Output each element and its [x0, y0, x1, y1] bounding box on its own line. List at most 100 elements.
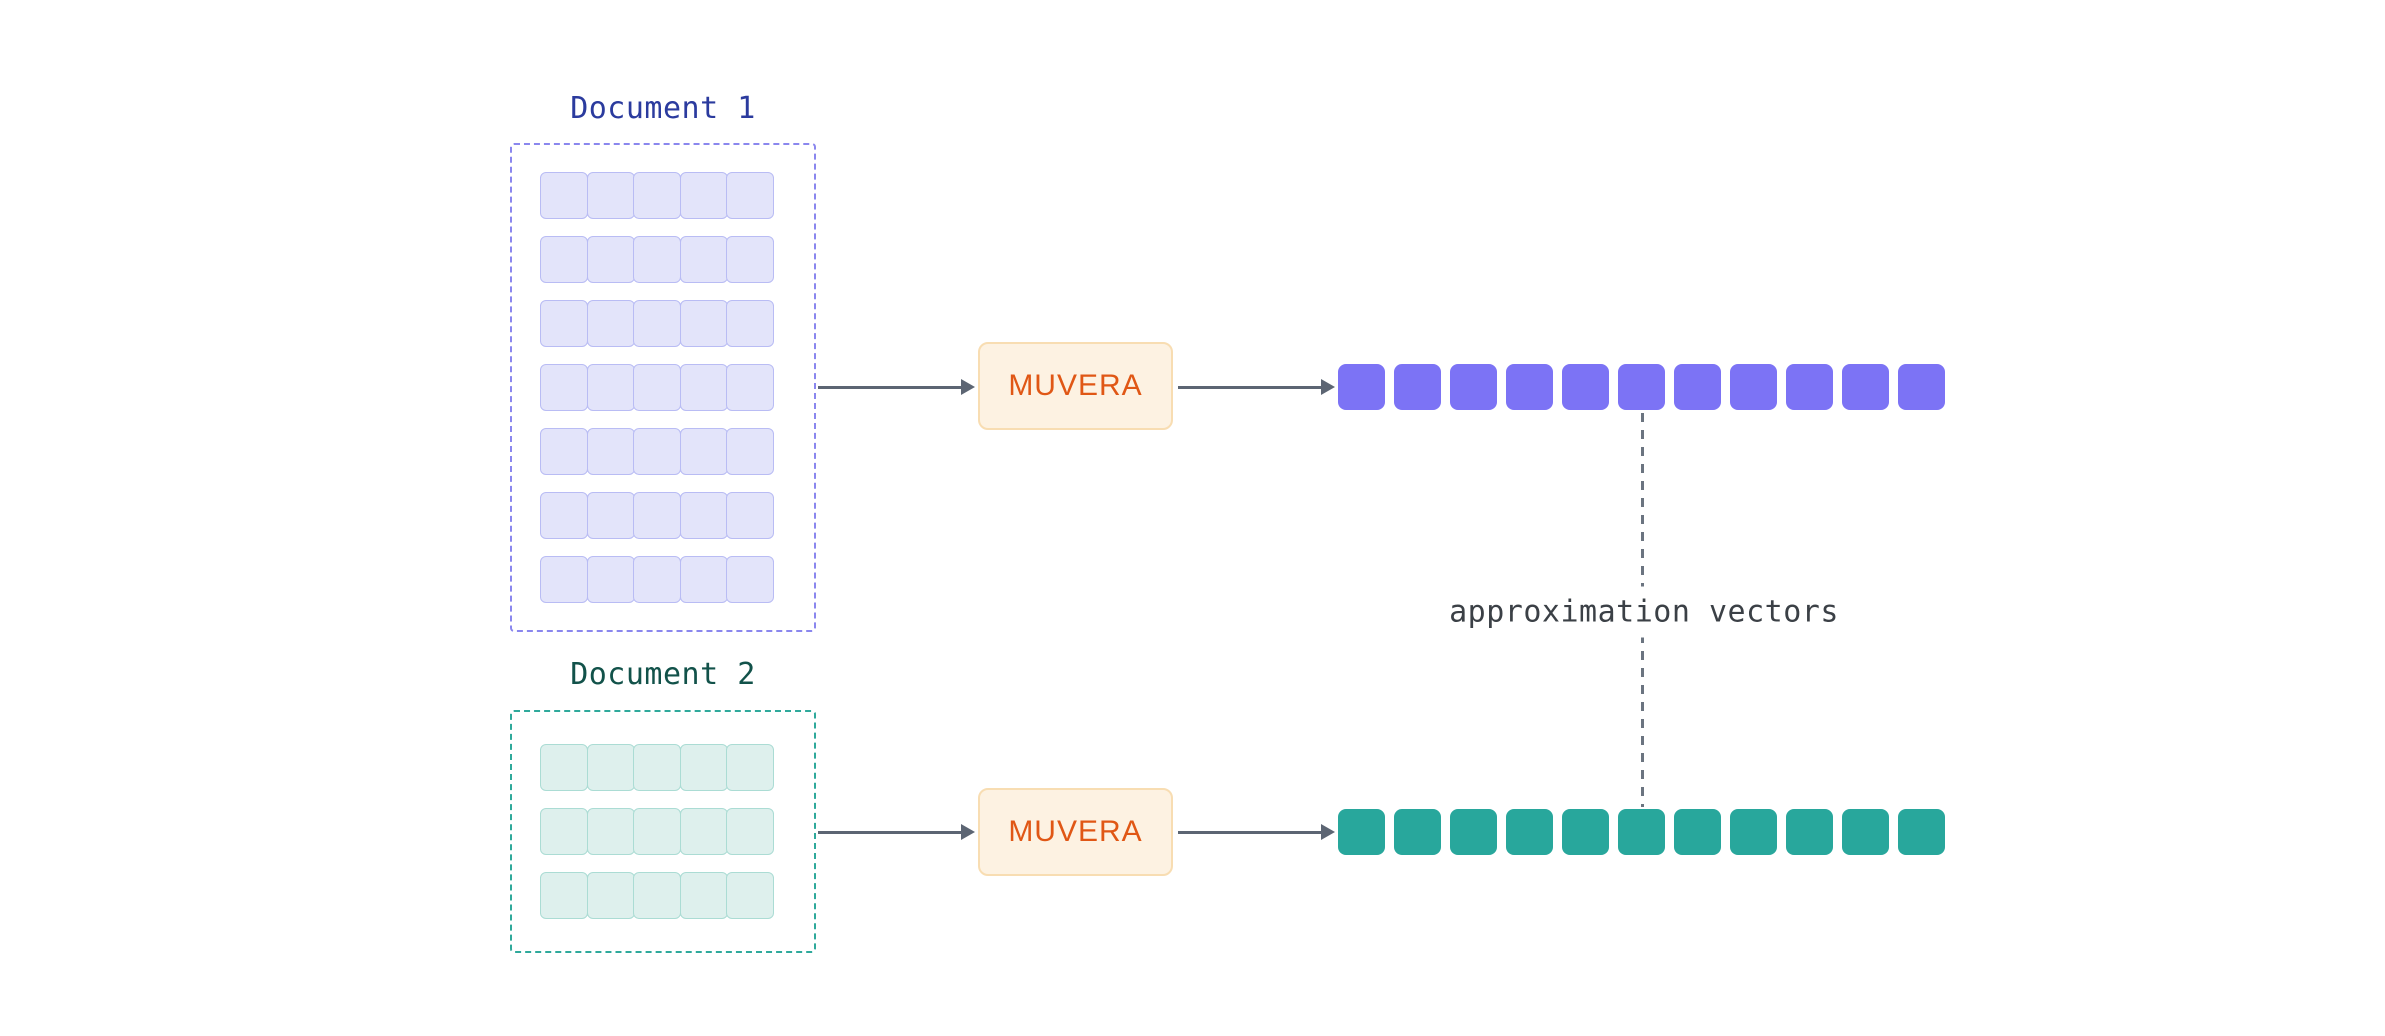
- token-vector-cell: [726, 744, 774, 791]
- token-vector-row: [540, 744, 774, 791]
- approximation-vector-block: [1730, 809, 1777, 855]
- token-vector-cell: [679, 364, 728, 411]
- approximation-vector-block: [1898, 809, 1945, 855]
- approximation-vector-block: [1562, 364, 1609, 410]
- token-vector-cell: [679, 872, 728, 919]
- token-vector-cell: [540, 556, 588, 603]
- approximation-vector-block: [1450, 364, 1497, 410]
- token-vector-cell: [540, 744, 588, 791]
- token-vector-row: [540, 492, 774, 539]
- token-vector-cell: [586, 872, 635, 919]
- token-vector-cell: [679, 428, 728, 475]
- approximation-vector-block: [1450, 809, 1497, 855]
- token-vector-cell: [633, 300, 681, 347]
- token-vector-cell: [633, 172, 681, 219]
- token-vector-row: [540, 300, 774, 347]
- arrow-line: [818, 385, 962, 389]
- approximation-vector-block: [1842, 364, 1889, 410]
- token-vector-cell: [633, 236, 681, 283]
- arrow-muvera1-to-vectors: [1178, 379, 1335, 395]
- arrow-doc2-to-muvera: [818, 824, 975, 840]
- arrow-line: [818, 830, 962, 834]
- token-vector-cell: [726, 364, 774, 411]
- token-vector-cell: [586, 364, 635, 411]
- token-vector-cell: [679, 300, 728, 347]
- token-vector-cell: [726, 428, 774, 475]
- approximation-vector-block: [1338, 364, 1385, 410]
- token-vector-cell: [726, 872, 774, 919]
- token-vector-cell: [586, 172, 635, 219]
- document-1-box: [510, 143, 816, 632]
- arrow-head-icon: [1321, 824, 1335, 840]
- token-vector-cell: [540, 808, 588, 855]
- approximation-vector-block: [1618, 809, 1665, 855]
- approximation-vector-block: [1506, 364, 1553, 410]
- approximation-vector-block: [1338, 809, 1385, 855]
- token-vector-cell: [540, 364, 588, 411]
- token-vector-cell: [633, 492, 681, 539]
- arrow-doc1-to-muvera: [818, 379, 975, 395]
- token-vector-cell: [679, 492, 728, 539]
- token-vector-cell: [633, 744, 681, 791]
- arrow-head-icon: [961, 824, 975, 840]
- token-vector-cell: [586, 492, 635, 539]
- muvera-encoder-2: MUVERA: [978, 788, 1173, 876]
- token-vector-cell: [633, 808, 681, 855]
- approximation-vector-block: [1842, 809, 1889, 855]
- token-vector-row: [540, 172, 774, 219]
- approximation-vector-block: [1618, 364, 1665, 410]
- token-vector-cell: [540, 428, 588, 475]
- approximation-vector-block: [1394, 809, 1441, 855]
- approximation-vector-block: [1506, 809, 1553, 855]
- approximation-vector-block: [1674, 364, 1721, 410]
- vector-row-doc1: [1338, 364, 1945, 410]
- approximation-vector-block: [1730, 364, 1777, 410]
- token-vector-cell: [726, 556, 774, 603]
- document-2-token-grid: [540, 744, 774, 919]
- muvera-label: MUVERA: [1008, 815, 1143, 848]
- arrow-line: [1178, 385, 1322, 389]
- token-vector-row: [540, 556, 774, 603]
- token-vector-cell: [726, 172, 774, 219]
- document-2-label: Document 2: [570, 657, 756, 692]
- arrow-head-icon: [1321, 379, 1335, 395]
- approximation-vectors-label: approximation vectors: [1437, 586, 1851, 638]
- token-vector-cell: [726, 236, 774, 283]
- token-vector-cell: [633, 364, 681, 411]
- approximation-vector-block: [1562, 809, 1609, 855]
- token-vector-cell: [540, 236, 588, 283]
- token-vector-cell: [633, 556, 681, 603]
- token-vector-cell: [540, 492, 588, 539]
- vector-row-doc2: [1338, 809, 1945, 855]
- token-vector-cell: [633, 872, 681, 919]
- token-vector-cell: [586, 428, 635, 475]
- token-vector-row: [540, 428, 774, 475]
- token-vector-cell: [679, 172, 728, 219]
- token-vector-cell: [679, 808, 728, 855]
- token-vector-cell: [540, 300, 588, 347]
- token-vector-row: [540, 808, 774, 855]
- token-vector-row: [540, 364, 774, 411]
- token-vector-cell: [586, 236, 635, 283]
- approximation-vector-block: [1394, 364, 1441, 410]
- token-vector-cell: [679, 236, 728, 283]
- approximation-vector-block: [1786, 364, 1833, 410]
- token-vector-row: [540, 236, 774, 283]
- token-vector-cell: [540, 172, 588, 219]
- token-vector-row: [540, 872, 774, 919]
- arrow-line: [1178, 830, 1322, 834]
- approximation-vector-block: [1898, 364, 1945, 410]
- token-vector-cell: [726, 492, 774, 539]
- token-vector-cell: [586, 744, 635, 791]
- approximation-vector-block: [1674, 809, 1721, 855]
- token-vector-cell: [540, 872, 588, 919]
- muvera-label: MUVERA: [1008, 369, 1143, 402]
- token-vector-cell: [586, 300, 635, 347]
- token-vector-cell: [586, 556, 635, 603]
- token-vector-cell: [586, 808, 635, 855]
- document-1-token-grid: [540, 172, 774, 603]
- document-1-label: Document 1: [570, 91, 756, 126]
- token-vector-cell: [633, 428, 681, 475]
- token-vector-cell: [726, 300, 774, 347]
